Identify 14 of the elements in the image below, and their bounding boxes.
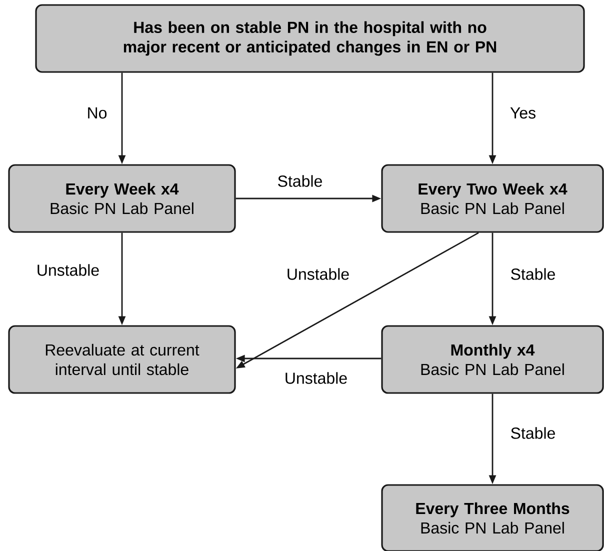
edge-label: No (86, 106, 108, 120)
edge-label: Stable (509, 267, 557, 281)
edge-label: Stable (276, 174, 324, 188)
process-box: Monthly x4 Basic PN Lab Panel (381, 325, 604, 394)
process-box: Every Three Months Basic PN Lab Panel (381, 484, 604, 551)
edge-label: Unstable (35, 263, 101, 277)
edge-label: Unstable (285, 267, 351, 281)
question-box: Has been on stable PN in the hospital with no major recent or anticipated changes in EN or PN (35, 4, 585, 73)
process-box: Every Week x4 Basic PN Lab Panel (8, 164, 236, 233)
edge-label: Stable (509, 426, 557, 440)
edge-label: Yes (508, 106, 538, 120)
edge-label: Unstable (283, 371, 349, 385)
process-box: Every Two Week x4 Basic PN Lab Panel (381, 164, 604, 233)
process-box: Reevaluate at current interval until stable (8, 325, 236, 394)
